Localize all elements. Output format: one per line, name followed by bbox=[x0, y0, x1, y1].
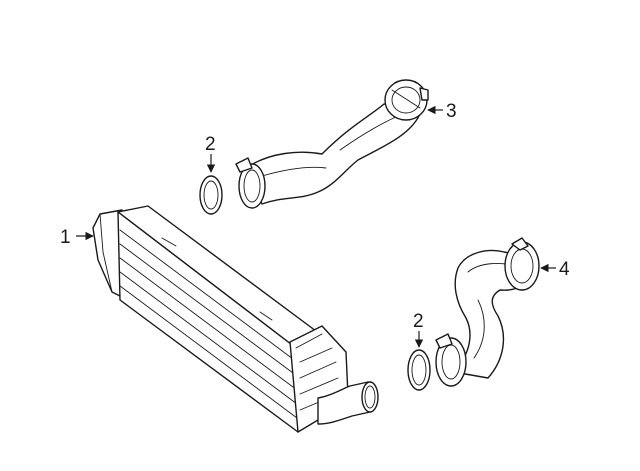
callout-2-upper: 2 bbox=[205, 134, 216, 173]
callout-3-label: 3 bbox=[446, 101, 457, 122]
callout-2-lower: 2 bbox=[413, 311, 424, 348]
callout-2-lower-label: 2 bbox=[413, 311, 424, 332]
callout-3: 3 bbox=[427, 101, 457, 122]
seal-ring-upper-part bbox=[199, 175, 223, 215]
lower-charge-hose-part bbox=[435, 237, 540, 387]
intercooler-part bbox=[92, 205, 379, 433]
upper-charge-hose-part bbox=[235, 79, 429, 209]
callout-1: 1 bbox=[60, 227, 94, 248]
callout-4: 4 bbox=[540, 259, 570, 280]
callout-4-label: 4 bbox=[559, 259, 570, 280]
callout-2-upper-label: 2 bbox=[205, 134, 216, 155]
callout-1-label: 1 bbox=[60, 227, 71, 248]
seal-ring-lower-part bbox=[407, 349, 431, 391]
